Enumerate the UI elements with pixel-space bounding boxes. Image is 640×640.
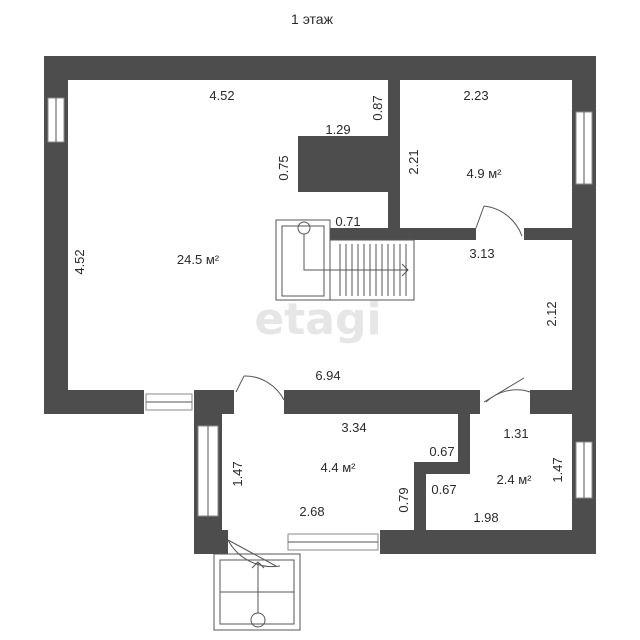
bath-area: 2.4 м² [497,472,533,487]
dim-hall-niche: 0.79 [396,487,411,512]
staircase [275,219,415,301]
hall-area: 4.4 м² [321,460,357,475]
dim-block-width: 1.29 [325,122,350,137]
dim-hall-step: 0.67 [429,444,454,459]
dim-living-left: 4.52 [72,249,87,274]
dim-bath-bottom: 1.98 [473,510,498,525]
windows [47,97,593,551]
dim-living-bottom: 6.94 [315,368,340,383]
doors [227,205,531,568]
small-room-area: 4.9 м² [467,166,503,181]
watermark: etagi [254,294,381,345]
dim-bath-top: 1.31 [503,426,528,441]
dim-corridor-depth: 2.12 [544,301,559,326]
dim-bath-side: 1.47 [550,457,565,482]
dim-small-top: 2.23 [463,88,488,103]
dim-corridor: 3.13 [469,246,494,261]
dim-block-height: 0.75 [276,155,291,180]
entrance-porch [213,553,301,631]
dim-hall-bottom: 2.68 [299,504,324,519]
dim-small-side: 2.21 [406,149,421,174]
dim-living-top: 4.52 [209,88,234,103]
living-area: 24.5 м² [177,252,220,267]
dim-hall-top: 3.34 [341,420,366,435]
dim-bath-step: 0.67 [431,482,456,497]
dim-hall-side: 1.47 [230,461,245,486]
dim-living-niche: 0.87 [370,95,385,120]
floor-title: 1 этаж [291,11,334,27]
dim-stair-gap: 0.71 [335,214,360,229]
